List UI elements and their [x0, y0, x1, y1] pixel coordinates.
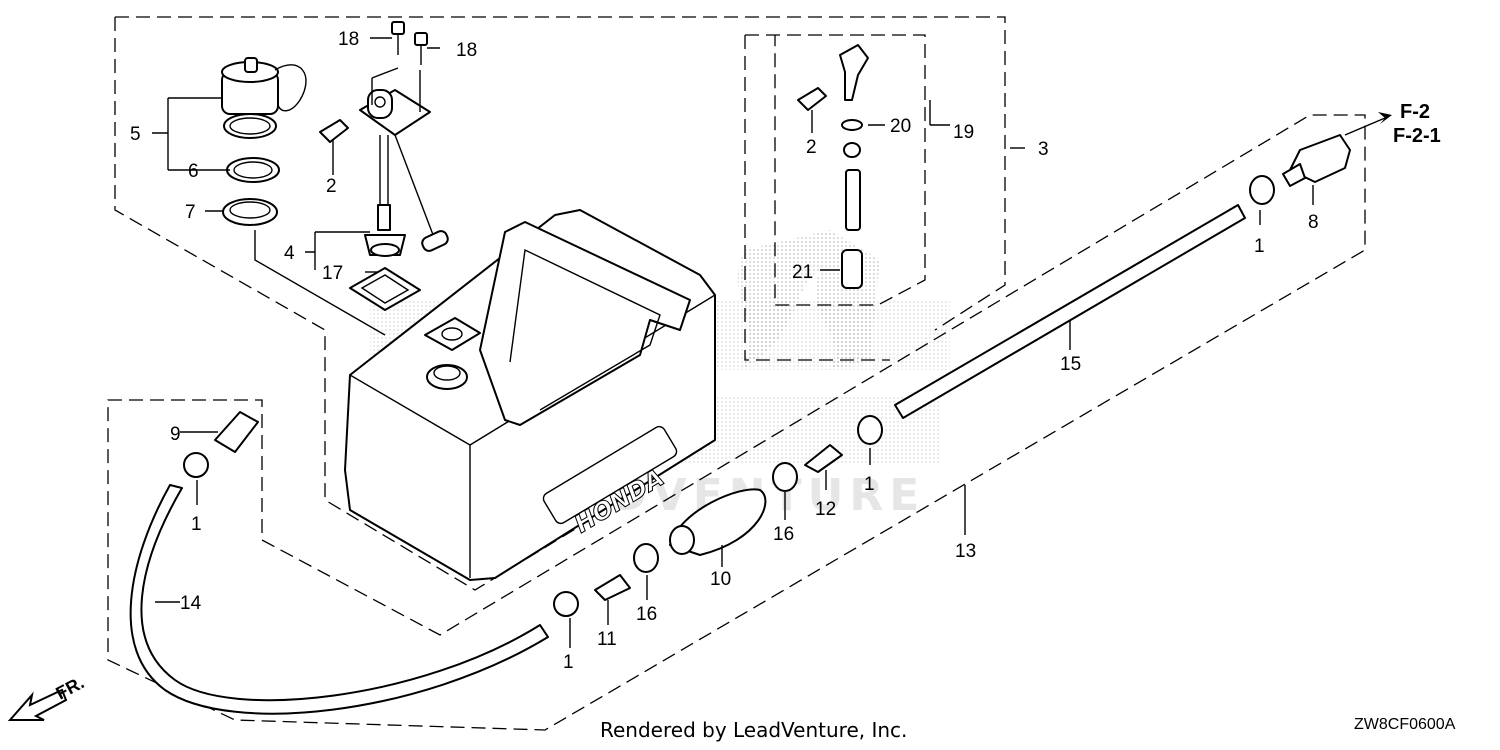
label-14: 14	[180, 593, 202, 614]
ref-f2: F-2	[1400, 101, 1430, 123]
label-1-a: 1	[1254, 236, 1265, 257]
label-16-b: 16	[636, 604, 657, 625]
fuel-line-tube	[894, 204, 1246, 419]
label-21: 21	[792, 262, 813, 283]
label-7: 7	[185, 202, 196, 223]
pickup-assembly	[839, 44, 869, 289]
rendered-by-credit: Rendered by LeadVenture, Inc.	[600, 718, 908, 742]
screws	[391, 21, 428, 65]
diagram-code: ZW8CF0600A	[1354, 716, 1456, 733]
label-17: 17	[322, 263, 343, 284]
label-1-d: 1	[563, 652, 574, 673]
label-16-a: 16	[773, 524, 794, 545]
gasket-inner	[233, 161, 273, 179]
label-1-c: 1	[191, 514, 202, 535]
ref-f2-1: F-2-1	[1393, 125, 1441, 147]
label-12: 12	[815, 499, 836, 520]
label-20: 20	[890, 116, 911, 137]
label-18-b: 18	[456, 40, 477, 61]
label-8: 8	[1308, 212, 1319, 233]
fuel-tank: HONDA	[344, 209, 716, 581]
label-1-b: 1	[864, 474, 875, 495]
part-labels: 1 1 1 1 2 2 3 4 5 6 7 8 9 10 11 12 13 14…	[130, 29, 1319, 673]
tank-cap	[221, 57, 307, 115]
label-2-b: 2	[806, 137, 817, 158]
front-direction-arrow: FR.	[7, 672, 87, 721]
label-10: 10	[710, 569, 731, 590]
connector	[1282, 112, 1392, 187]
cap-base-inner	[229, 201, 271, 219]
label-3: 3	[1038, 139, 1049, 160]
label-11: 11	[597, 629, 617, 650]
label-13: 13	[955, 541, 976, 562]
label-4: 4	[284, 243, 295, 264]
hose-clamps	[183, 175, 1275, 617]
fittings	[319, 87, 827, 143]
fuel-gauge	[359, 89, 449, 257]
label-9: 9	[170, 424, 181, 445]
primer-parts	[214, 411, 843, 601]
label-19: 19	[953, 122, 974, 143]
cap-base	[222, 198, 278, 226]
leader-lines	[152, 37, 1314, 648]
label-5: 5	[130, 124, 141, 145]
seal-ring-inner	[229, 117, 271, 135]
label-6: 6	[188, 161, 199, 182]
label-18-a: 18	[338, 29, 359, 50]
group-outlines	[107, 16, 1366, 731]
gauge-gasket-inner	[360, 274, 410, 304]
label-15: 15	[1060, 354, 1081, 375]
gauge-gasket	[349, 267, 421, 311]
fuel-hose	[129, 484, 549, 715]
label-2-a: 2	[326, 176, 337, 197]
